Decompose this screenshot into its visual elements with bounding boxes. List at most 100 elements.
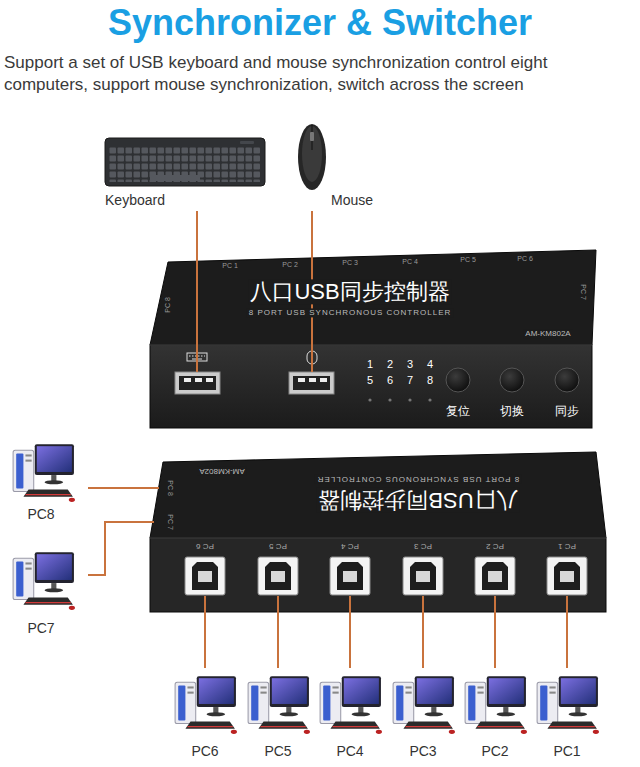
led bbox=[408, 398, 411, 401]
computer-label: PC7 bbox=[25, 620, 56, 636]
usb-cable bbox=[204, 614, 206, 668]
keyboard-spacebar bbox=[150, 175, 200, 181]
page-title: Synchronizer & Switcher bbox=[0, 2, 640, 43]
model-number: AM-KM802A bbox=[523, 329, 572, 338]
port-label: PC 1 bbox=[222, 262, 238, 270]
button-label: 同步 bbox=[555, 405, 579, 419]
port-label: PC 8 bbox=[164, 297, 172, 313]
product-name: 八口USB同步控制器 bbox=[316, 487, 519, 512]
port-label: PC 7 bbox=[166, 514, 174, 530]
push-button bbox=[500, 368, 524, 392]
port-label: PC 5 bbox=[269, 541, 287, 550]
computer: PC1 bbox=[533, 668, 601, 762]
mouse-top bbox=[302, 126, 322, 182]
computer-label: PC1 bbox=[551, 743, 582, 759]
usb-cable bbox=[196, 211, 198, 246]
usb-cable bbox=[566, 614, 568, 668]
usb-cable bbox=[147, 488, 567, 614]
computer-icon bbox=[320, 676, 382, 734]
port-label: PC 2 bbox=[282, 261, 298, 269]
led-number: 3 bbox=[407, 358, 413, 371]
controller-back-illustration bbox=[150, 452, 606, 612]
computer: PC7 bbox=[6, 546, 88, 639]
controller-back-face bbox=[150, 538, 606, 612]
port-label: PC 8 bbox=[166, 480, 174, 496]
usb-a-port-inner bbox=[293, 376, 330, 390]
device-label: Keyboard bbox=[103, 192, 167, 208]
usb-contact bbox=[309, 378, 316, 382]
product-subtitle: 8 PORT USB SYNCHRONOUS CONTROLLER bbox=[315, 474, 522, 483]
controller-back: 八口USB同步控制器 8 PORT USB SYNCHRONOUS CONTROL… bbox=[148, 450, 608, 614]
led-number: 7 bbox=[407, 374, 413, 387]
push-button bbox=[555, 368, 579, 392]
controller-front-illustration bbox=[150, 250, 596, 428]
keyboard-illustration bbox=[105, 138, 265, 186]
device-label: Mouse bbox=[329, 192, 375, 208]
usb-contact bbox=[195, 378, 202, 382]
port-label: PC 1 bbox=[558, 541, 576, 550]
usb-b-port bbox=[185, 557, 225, 595]
page-caption: Support a set of USB keyboard and mouse … bbox=[4, 52, 636, 96]
controller-edge bbox=[150, 538, 606, 539]
usb-cable bbox=[277, 614, 279, 668]
port-label: PC 7 bbox=[579, 284, 587, 300]
usb-cable bbox=[311, 211, 313, 246]
computer-label: PC6 bbox=[189, 743, 220, 759]
mouse-illustration bbox=[298, 124, 326, 190]
port-label: PC 2 bbox=[486, 541, 504, 550]
keyboard-keys bbox=[109, 147, 261, 182]
usb-b-port bbox=[258, 557, 298, 595]
usb-cable bbox=[88, 522, 148, 575]
usb-cable bbox=[422, 614, 424, 668]
computer-icon bbox=[465, 676, 527, 734]
computer-label: PC4 bbox=[334, 743, 365, 759]
computer-icon bbox=[248, 676, 310, 734]
port-label: PC 6 bbox=[196, 541, 214, 550]
computer-label: PC5 bbox=[262, 743, 293, 759]
computer-label: PC8 bbox=[25, 506, 56, 522]
usb-cable bbox=[88, 487, 148, 489]
controller-top-face bbox=[150, 250, 596, 345]
usb-a-port bbox=[175, 372, 220, 394]
led bbox=[368, 398, 371, 401]
keyboard: Keyboard bbox=[100, 130, 272, 211]
computer-icon bbox=[13, 552, 75, 610]
computer-icon bbox=[13, 444, 75, 502]
usb-cable bbox=[196, 246, 198, 372]
computer-icon bbox=[537, 676, 599, 734]
led-number: 8 bbox=[427, 374, 433, 387]
computer: PC3 bbox=[389, 668, 457, 762]
keyboard-body bbox=[105, 138, 265, 186]
controller-edge bbox=[150, 345, 592, 346]
led-number: 1 bbox=[367, 358, 373, 371]
mouse-body bbox=[298, 124, 326, 190]
port-label: PC 3 bbox=[414, 541, 432, 550]
push-button bbox=[446, 368, 470, 392]
usb-contact bbox=[320, 378, 327, 382]
usb-b-port bbox=[403, 557, 443, 595]
led bbox=[428, 398, 431, 401]
usb-a-port bbox=[289, 372, 334, 394]
mouse-wheel bbox=[310, 132, 314, 141]
computer: PC2 bbox=[461, 668, 529, 762]
computer-icon bbox=[393, 676, 455, 734]
port-label: PC 3 bbox=[342, 259, 358, 267]
keyboard-strip bbox=[240, 141, 254, 144]
usb-contact bbox=[298, 378, 305, 382]
controller-front: 八口USB同步控制器8 PORT USB SYNCHRONOUS CONTROL… bbox=[148, 246, 598, 430]
computer-illustrations bbox=[13, 444, 599, 734]
computer-icon bbox=[175, 676, 237, 734]
computer: PC6 bbox=[171, 668, 239, 762]
port-label: PC 4 bbox=[402, 258, 418, 266]
port-label: PC 4 bbox=[341, 541, 359, 550]
model-number: AM-KM802A bbox=[197, 466, 246, 475]
computer: PC5 bbox=[244, 668, 312, 762]
usb-cable bbox=[494, 614, 496, 668]
button-label: 切换 bbox=[500, 405, 524, 419]
led bbox=[388, 398, 391, 401]
usb-a-port-inner bbox=[179, 376, 216, 390]
led-number: 4 bbox=[427, 358, 433, 371]
